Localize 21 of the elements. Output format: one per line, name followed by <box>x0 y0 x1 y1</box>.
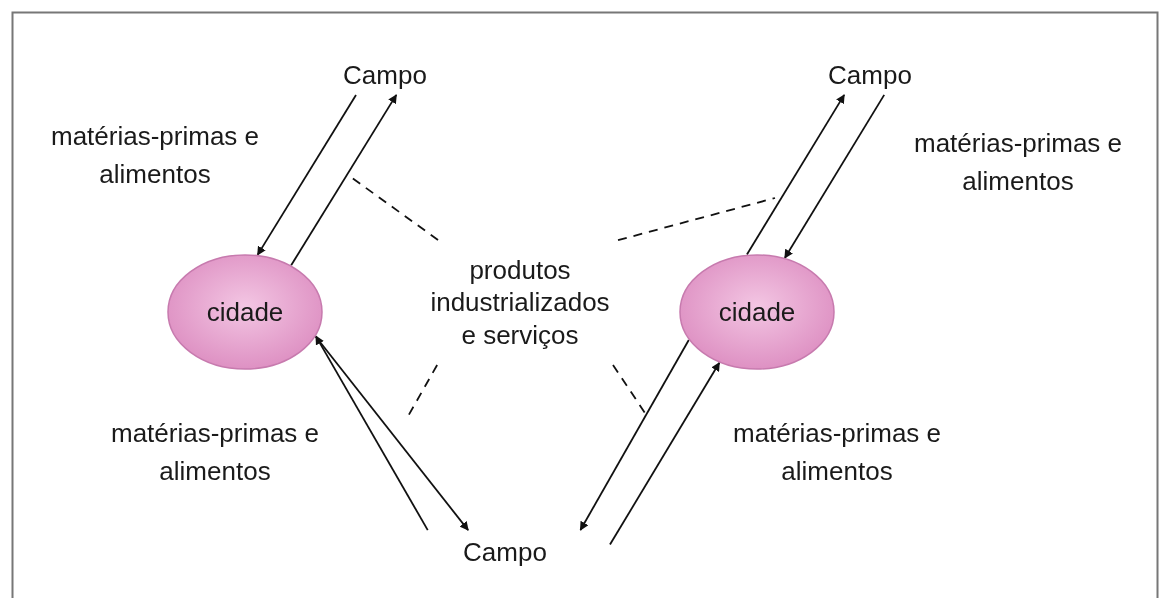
node-text: produtos industrializados e serviços <box>429 253 611 352</box>
node-text: cidade <box>718 295 796 329</box>
edge-label: matérias-primas e alimentos <box>731 417 943 488</box>
leader-line <box>612 364 646 414</box>
arrow <box>783 94 886 259</box>
city-ellipse <box>167 254 323 370</box>
arrow <box>746 94 846 256</box>
arrow <box>579 339 690 531</box>
leader-line <box>617 197 776 242</box>
city-ellipse <box>679 254 835 370</box>
arrow <box>609 361 721 546</box>
node-text: Campo <box>343 58 427 92</box>
arrow <box>256 94 357 256</box>
node-text: cidade <box>206 295 284 329</box>
arrow <box>314 335 429 531</box>
edge-label: matérias-primas e alimentos <box>109 417 321 488</box>
edge-label: matérias-primas e alimentos <box>49 120 261 191</box>
arrow <box>290 94 398 267</box>
edge-label: matérias-primas e alimentos <box>912 127 1124 198</box>
node-text: Campo <box>828 58 912 92</box>
node-text: Campo <box>463 535 547 569</box>
